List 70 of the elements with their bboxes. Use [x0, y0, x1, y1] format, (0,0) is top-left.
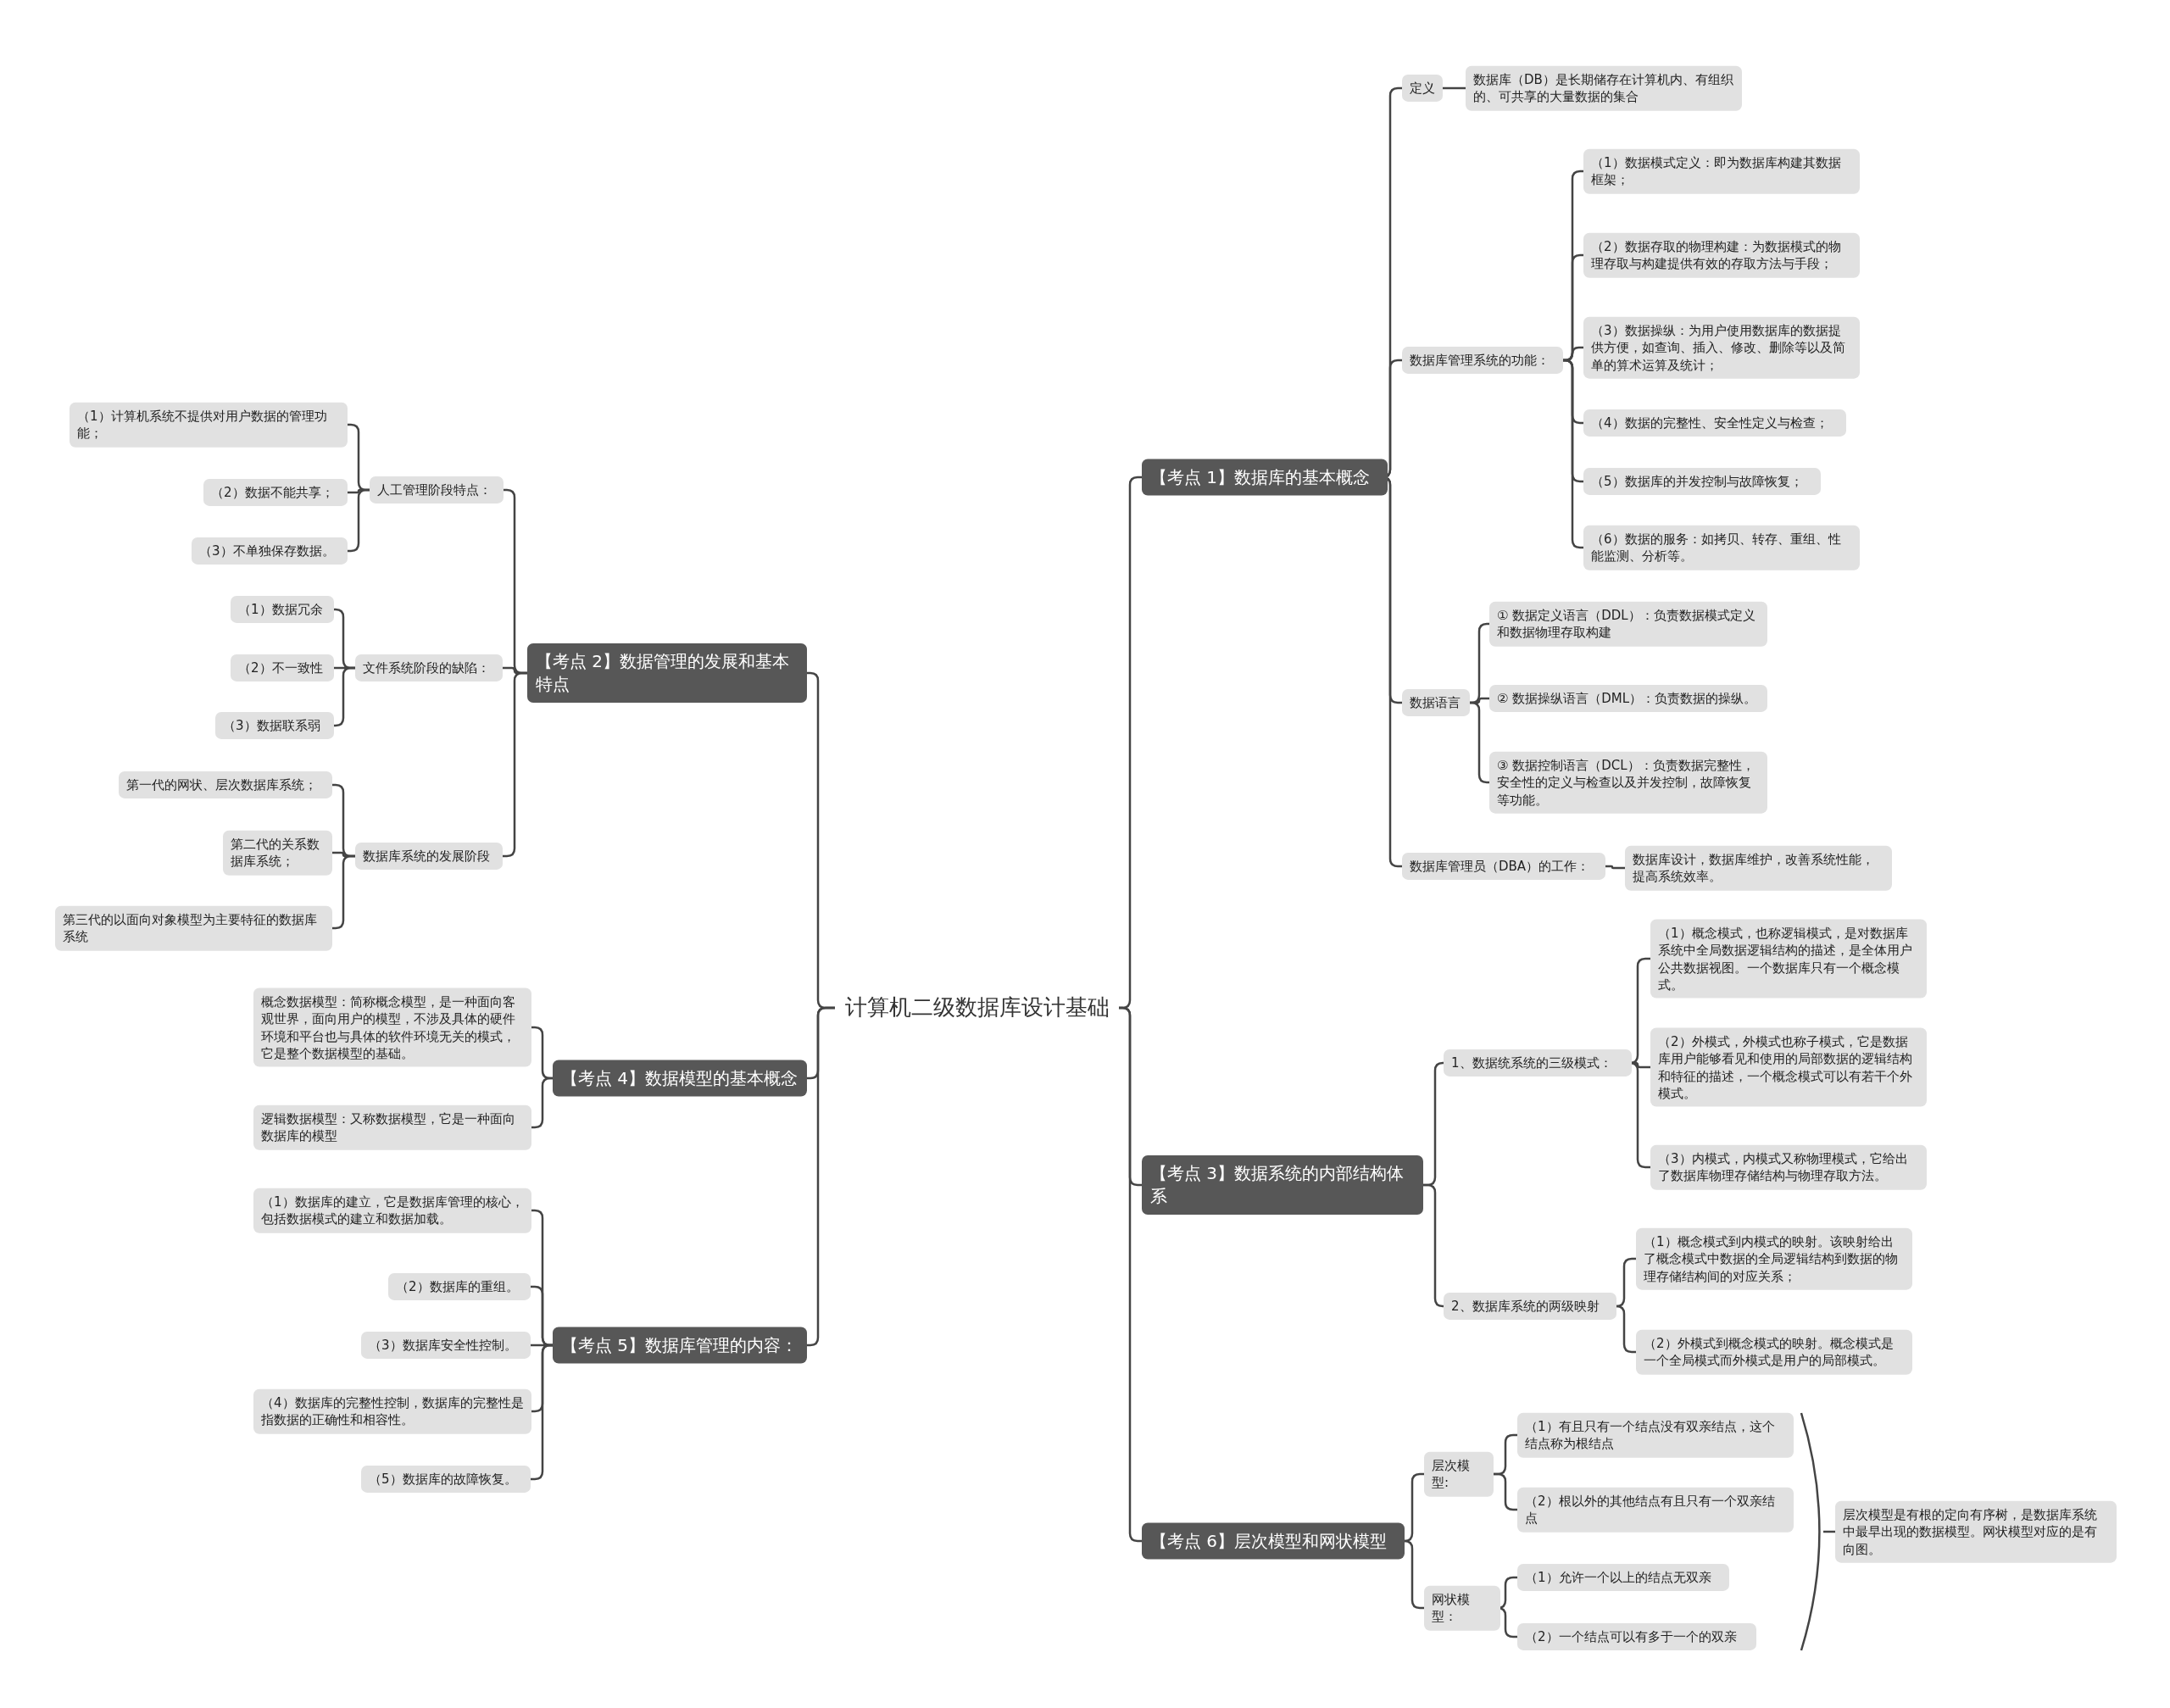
- main-topic-box: 【考点 3】数据系统的内部结构体系: [1142, 1155, 1423, 1215]
- topic-box: 网状模型：: [1424, 1585, 1500, 1631]
- topic-box: （1）数据模式定义：即为数据库构建其数据框架；: [1583, 148, 1860, 194]
- main-topic-box: 【考点 5】数据库管理的内容：: [553, 1327, 807, 1364]
- topic-box: （3）不单独保存数据。: [192, 537, 348, 565]
- topic-box: 2、数据库系统的两级映射: [1444, 1292, 1616, 1321]
- topic-box: （1）数据冗余: [231, 595, 334, 624]
- topic-box: （1）允许一个以上的结点无双亲: [1517, 1563, 1729, 1592]
- topic-box: （1）概念模式到内模式的映射。该映射给出了概念模式中数据的全局逻辑结构到数据的物理存储结构间的对应关系；: [1636, 1227, 1912, 1290]
- topic-box: 概念数据模型：简称概念模型，是一种面向客观世界，面向用户的模型，不涉及具体的硬件环境和平台也与具体的软件环境无关的模式，它是整个数据模型的基础。: [253, 988, 531, 1067]
- topic-box: （5）数据库的故障恢复。: [361, 1465, 531, 1494]
- main-topic-box: 【考点 6】层次模型和网状模型: [1142, 1522, 1405, 1560]
- connector-line: [1632, 1061, 1650, 1069]
- topic-box: （2）外模式，外模式也称子模式，它是数据库用户能够看见和使用的局部数据的逻辑结构和特征的描述，一个概念模式可以有若干个外模式。: [1650, 1027, 1927, 1107]
- topic-box: 数据库管理系统的功能：: [1402, 346, 1563, 375]
- connector-line: [348, 488, 370, 553]
- topic-box: （2）外模式到概念模式的映射。概念模式是一个全局模式而外模式是用户的局部模式。: [1636, 1329, 1912, 1375]
- connector-line: [1118, 1006, 1143, 1543]
- topic-box: （5）数据库的并发控制与故障恢复；: [1583, 467, 1821, 496]
- connector-line: [1494, 1472, 1517, 1511]
- topic-box: （2）数据不能共享；: [203, 478, 348, 507]
- topic-box: （2）不一致性: [231, 654, 334, 682]
- connector-line: [1443, 86, 1466, 90]
- topic-box: （4）数据的完整性、安全性定义与检查；: [1583, 409, 1846, 437]
- connector-line: [332, 854, 355, 930]
- topic-box: 层次模型是有根的定向有序树，是数据库系统中最早出现的数据模型。网状模型对应的是有向图。: [1835, 1500, 2117, 1563]
- connector-line: [1615, 1305, 1636, 1354]
- topic-box: （1）计算机系统不提供对用户数据的管理功能；: [70, 402, 348, 448]
- connector-line: [531, 1077, 553, 1129]
- topic-box: 第一代的网状、层次数据库系统；: [119, 771, 332, 799]
- topic-box: ① 数据定义语言（DDL）：负责数据模式定义和数据物理存取构建: [1489, 601, 1767, 647]
- topic-box: （2）数据库的重组。: [388, 1272, 531, 1301]
- topic-box: 第三代的以面向对象模型为主要特征的数据库系统: [55, 905, 332, 951]
- topic-box: ② 数据操纵语言（DML）：负责数据的操纵。: [1489, 684, 1767, 713]
- connector-line: [807, 1006, 835, 1347]
- topic-box: （4）数据库的完整性控制，数据库的完整性是指数据的正确性和相容性。: [253, 1388, 531, 1434]
- connector-line: [334, 666, 355, 727]
- connector-line: [1403, 1539, 1424, 1610]
- topic-box: （1）概念模式，也称逻辑模式，是对数据库系统中全局数据逻辑结构的描述，是全体用户公共数据视图。一个数据库只有一个概念模式。: [1650, 919, 1927, 999]
- topic-box: （2）根以外的其他结点有且只有一个双亲结点: [1517, 1487, 1794, 1533]
- main-topic-box: 【考点 2】数据管理的发展和基本特点: [527, 643, 807, 703]
- topic-box: 数据库系统的发展阶段: [355, 842, 503, 871]
- summary-bracket: [1800, 1412, 1823, 1651]
- topic-box: 定义: [1402, 74, 1443, 103]
- topic-box: （1）数据库的建立，它是数据库管理的核心，包括数据模式的建立和数据加载。: [253, 1188, 531, 1233]
- main-topic-box: 【考点 1】数据库的基本概念: [1142, 459, 1388, 496]
- topic-box: 1、数据统系统的三级模式：: [1444, 1049, 1632, 1077]
- topic-box: ③ 数据控制语言（DCL）：负责数据完整性，安全性的定义与检查以及并发控制，故障恢复等功能。: [1489, 751, 1767, 814]
- topic-box: 文件系统阶段的缺陷：: [355, 654, 503, 682]
- topic-box: 数据语言: [1402, 688, 1470, 717]
- connector-line: [1423, 1183, 1444, 1308]
- topic-box: （2）数据存取的物理构建：为数据模式的物理存取与构建提供有效的存取方法与手段；: [1583, 232, 1860, 278]
- main-topic-box: 【考点 4】数据模型的基本概念: [553, 1060, 807, 1097]
- topic-box: 第二代的关系数据库系统；: [223, 830, 332, 876]
- topic-box: （6）数据的服务：如拷贝、转存、重组、性能监测、分析等。: [1583, 525, 1860, 570]
- topic-box: 数据库设计，数据库维护，改善系统性能，提高系统效率。: [1625, 845, 1892, 891]
- topic-box: 数据库（DB）是长期储存在计算机内、有组织的、可共享的大量数据的集合: [1466, 65, 1742, 111]
- connector-line: [1605, 865, 1625, 870]
- connector-line: [1470, 701, 1489, 784]
- topic-box: （2）一个结点可以有多于一个的双亲: [1517, 1622, 1756, 1651]
- topic-box: 层次模型:: [1424, 1451, 1494, 1497]
- topic-box: 逻辑数据模型：又称数据模型，它是一种面向数据库的模型: [253, 1104, 531, 1150]
- topic-box: （3）数据库安全性控制。: [361, 1331, 531, 1360]
- topic-box: （3）数据操纵：为用户使用数据库的数据提供方便，如查询、插入、修改、删除等以及简单的算术运算及统计；: [1583, 316, 1860, 379]
- connector-line: [1563, 359, 1583, 549]
- topic-box: （1）有且只有一个结点没有双亲结点，这个结点称为根结点: [1517, 1412, 1794, 1458]
- topic-box: 人工管理阶段特点：: [370, 476, 504, 504]
- topic-box: （3）内模式，内模式又称物理模式，它给出了数据库物理存储结构与物理存取方法。: [1650, 1144, 1927, 1190]
- topic-box: （3）数据联系弱: [215, 711, 334, 740]
- topic-box: 数据库管理员（DBA）的工作：: [1402, 852, 1605, 881]
